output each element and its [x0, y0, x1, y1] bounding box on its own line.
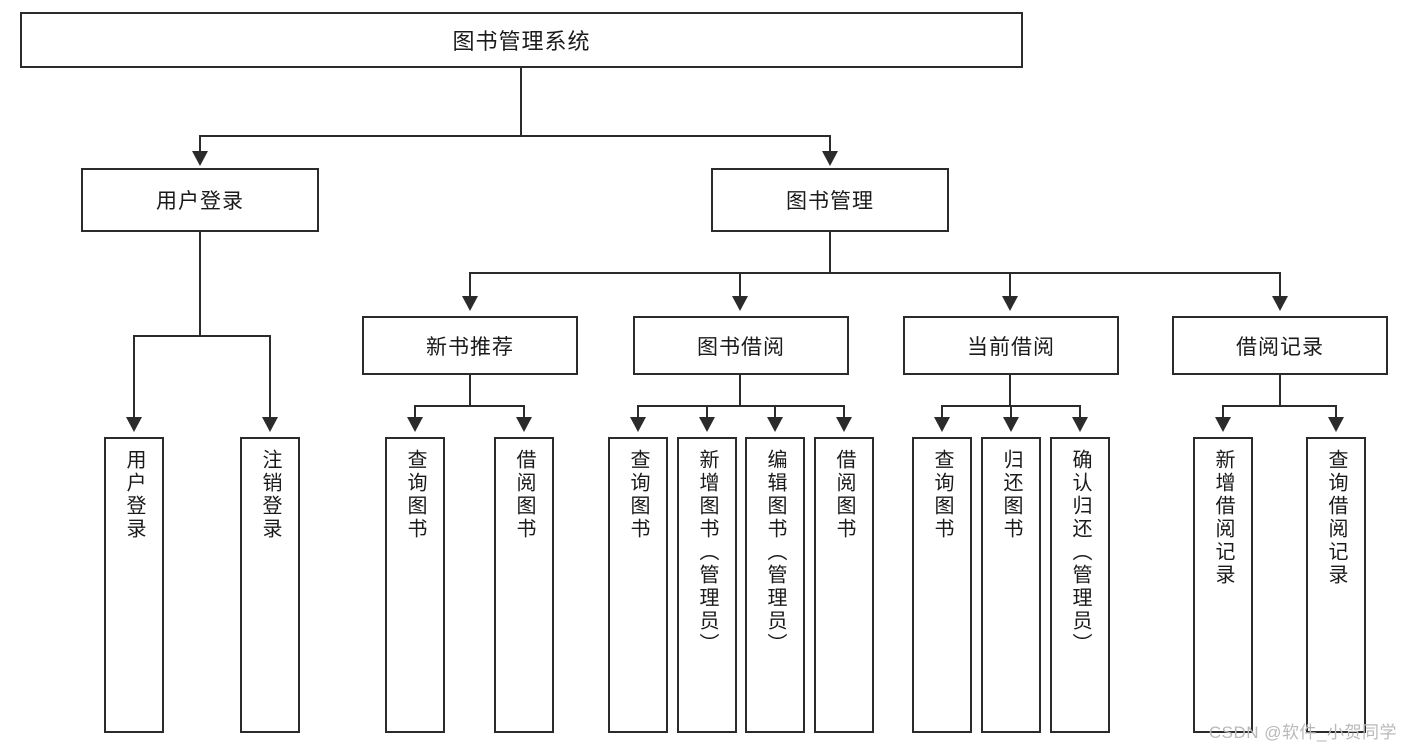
- connector-drop-borrow-record: [1279, 272, 1281, 298]
- node-label: 借阅记录: [1236, 335, 1324, 359]
- leaf-bb-add-book-admin[interactable]: 新增图书（管理员）: [677, 437, 737, 733]
- connector-drop-br-leaf-0: [1222, 405, 1224, 419]
- connector-drop-bb-leaf-2: [774, 405, 776, 419]
- arrow-to-leaf-user-login: [126, 417, 142, 432]
- arrow-to-br-leaf-0: [1215, 417, 1231, 432]
- leaf-br-query-record[interactable]: 查询借阅记录: [1306, 437, 1366, 733]
- arrow-to-cb-leaf-0: [934, 417, 950, 432]
- connector-drop-user-login: [199, 135, 201, 153]
- arrow-to-borrow-record: [1272, 296, 1288, 311]
- connector-drop-bb-leaf-1: [706, 405, 708, 419]
- arrow-to-book-borrow: [732, 296, 748, 311]
- connector-drop-nbr-leaf-0: [414, 405, 416, 419]
- node-label: 图书借阅: [697, 335, 785, 359]
- leaf-bb-borrow-book[interactable]: 借阅图书: [814, 437, 874, 733]
- leaf-label: 查询图书: [627, 449, 649, 541]
- leaf-label: 新增图书（管理员）: [696, 449, 718, 656]
- leaf-user-login[interactable]: 用户登录: [104, 437, 164, 733]
- arrow-to-leaf-logout: [262, 417, 278, 432]
- connector-drop-bb-leaf-0: [637, 405, 639, 419]
- leaf-label: 查询图书: [404, 449, 426, 541]
- leaf-label: 归还图书: [1000, 449, 1022, 541]
- connector-drop-leaf-user-login: [133, 335, 135, 419]
- leaf-label: 借阅图书: [513, 449, 535, 541]
- connector-drop-br-leaf-1: [1335, 405, 1337, 419]
- connector-drop-book-management: [829, 135, 831, 153]
- connector-drop-cb-leaf-0: [941, 405, 943, 419]
- leaf-bb-edit-book-admin[interactable]: 编辑图书（管理员）: [745, 437, 805, 733]
- connector-drop-new-book-recommend: [469, 272, 471, 298]
- connector-book-borrow-stem: [739, 375, 741, 406]
- leaf-label: 查询图书: [931, 449, 953, 541]
- arrow-to-bb-leaf-1: [699, 417, 715, 432]
- connector-drop-cb-leaf-2: [1079, 405, 1081, 419]
- leaf-label: 确认归还（管理员）: [1069, 449, 1091, 656]
- node-borrow-record[interactable]: 借阅记录: [1172, 316, 1388, 375]
- leaf-nbr-borrow-book[interactable]: 借阅图书: [494, 437, 554, 733]
- connector-user-login-stem: [199, 232, 201, 336]
- arrow-to-bb-leaf-0: [630, 417, 646, 432]
- leaf-label: 用户登录: [123, 449, 145, 541]
- arrow-to-br-leaf-1: [1328, 417, 1344, 432]
- arrow-to-book-management: [822, 151, 838, 166]
- leaf-label: 借阅图书: [833, 449, 855, 541]
- leaf-nbr-query-book[interactable]: 查询图书: [385, 437, 445, 733]
- leaf-label: 编辑图书（管理员）: [764, 449, 786, 656]
- connector-new-book-recommend-bus: [414, 405, 525, 407]
- connector-drop-cb-leaf-1: [1010, 405, 1012, 419]
- node-root-book-management-system[interactable]: 图书管理系统: [20, 12, 1023, 68]
- leaf-label: 查询借阅记录: [1325, 449, 1347, 587]
- leaf-cb-query-book[interactable]: 查询图书: [912, 437, 972, 733]
- arrow-to-nbr-leaf-1: [516, 417, 532, 432]
- node-label: 图书管理系统: [452, 29, 591, 54]
- leaf-label: 注销登录: [259, 449, 281, 541]
- node-label: 用户登录: [156, 190, 244, 213]
- leaf-br-add-record[interactable]: 新增借阅记录: [1193, 437, 1253, 733]
- node-user-login[interactable]: 用户登录: [81, 168, 319, 232]
- connector-borrow-record-stem: [1279, 375, 1281, 406]
- leaf-logout[interactable]: 注销登录: [240, 437, 300, 733]
- node-book-management[interactable]: 图书管理: [711, 168, 949, 232]
- leaf-bb-query-book[interactable]: 查询图书: [608, 437, 668, 733]
- connector-root-stem: [520, 68, 522, 135]
- arrow-to-new-book-recommend: [462, 296, 478, 311]
- watermark-text: CSDN @软件_小贺同学: [1208, 723, 1397, 742]
- connector-borrow-record-bus: [1222, 405, 1337, 407]
- arrow-to-user-login: [192, 151, 208, 166]
- arrow-to-bb-leaf-3: [836, 417, 852, 432]
- arrow-to-bb-leaf-2: [767, 417, 783, 432]
- leaf-cb-return-book[interactable]: 归还图书: [981, 437, 1041, 733]
- node-label: 图书管理: [786, 190, 874, 213]
- connector-drop-leaf-logout: [269, 335, 271, 419]
- arrow-to-cb-leaf-2: [1072, 417, 1088, 432]
- connector-new-book-recommend-stem: [469, 375, 471, 406]
- connector-user-login-bus: [133, 335, 271, 337]
- connector-level3-bus: [469, 272, 1281, 274]
- node-book-borrow[interactable]: 图书借阅: [633, 316, 849, 375]
- connector-drop-current-borrow: [1009, 272, 1011, 298]
- node-new-book-recommend[interactable]: 新书推荐: [362, 316, 578, 375]
- connector-root-bus: [199, 135, 831, 137]
- connector-drop-book-borrow: [739, 272, 741, 298]
- leaf-label: 新增借阅记录: [1212, 449, 1234, 587]
- connector-book-management-stem: [829, 232, 831, 273]
- node-label: 新书推荐: [426, 335, 514, 359]
- connector-drop-bb-leaf-3: [843, 405, 845, 419]
- connector-current-borrow-stem: [1009, 375, 1011, 406]
- leaf-cb-confirm-return-admin[interactable]: 确认归还（管理员）: [1050, 437, 1110, 733]
- node-label: 当前借阅: [967, 335, 1055, 359]
- connector-book-borrow-bus: [637, 405, 845, 407]
- arrow-to-cb-leaf-1: [1003, 417, 1019, 432]
- connector-drop-nbr-leaf-1: [523, 405, 525, 419]
- arrow-to-current-borrow: [1002, 296, 1018, 311]
- arrow-to-nbr-leaf-0: [407, 417, 423, 432]
- node-current-borrow[interactable]: 当前借阅: [903, 316, 1119, 375]
